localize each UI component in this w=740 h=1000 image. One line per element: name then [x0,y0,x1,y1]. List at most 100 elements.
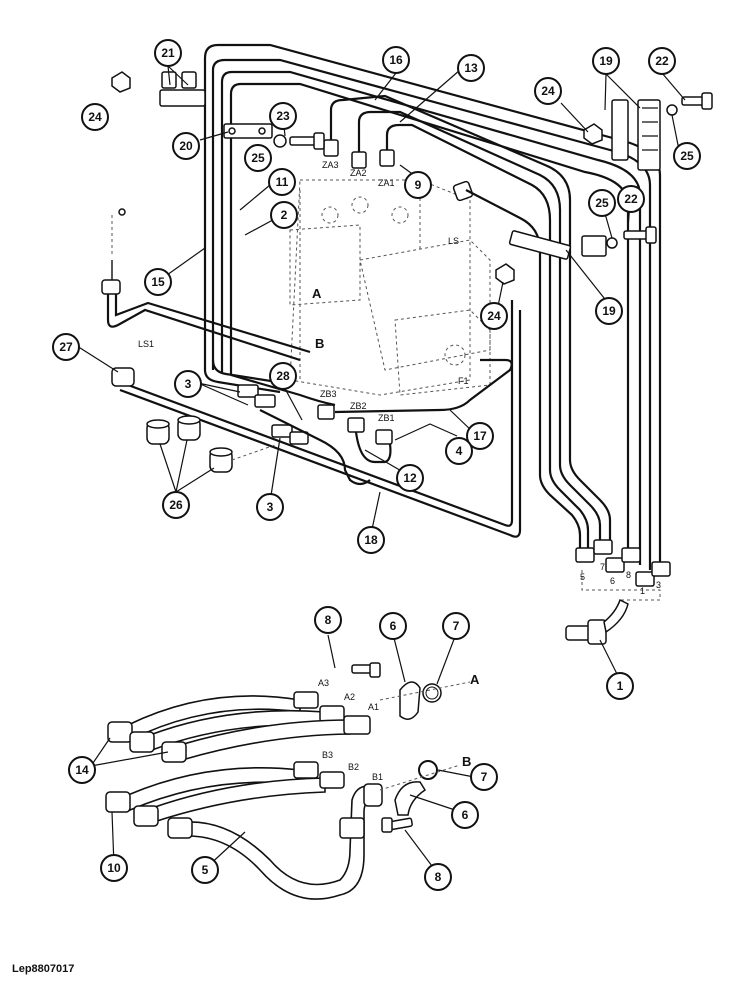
port-label-za2: ZA2 [350,168,367,178]
svg-text:10: 10 [107,861,121,875]
callout-19-b: 19 [595,297,623,325]
svg-text:14: 14 [75,763,89,777]
callout-13: 13 [457,54,485,82]
bolt-22-top [666,92,713,116]
svg-text:8: 8 [435,870,442,884]
callout-26: 26 [162,491,190,519]
callout-6-a: 6 [379,612,407,640]
callout-6-b: 6 [451,801,479,829]
port-label-zb1: ZB1 [378,413,395,423]
svg-text:17: 17 [473,429,487,443]
callout-2: 2 [270,201,298,229]
callout-12: 12 [396,464,424,492]
pipe-clamps [111,71,713,285]
svg-text:23: 23 [276,109,290,123]
svg-text:3: 3 [267,500,274,514]
svg-text:25: 25 [595,196,609,210]
svg-text:16: 16 [389,53,403,67]
svg-text:28: 28 [276,369,290,383]
svg-text:6: 6 [462,808,469,822]
elbow-fitting [565,598,629,645]
manifold-outlets: 5 7 6 8 1 3 [565,539,671,645]
svg-text:19: 19 [602,304,616,318]
svg-text:24: 24 [541,84,555,98]
control-valve-block: LS A B F1 [289,179,491,396]
flange-assemblies: A B [351,662,480,833]
svg-text:7: 7 [453,619,460,633]
manifold-number-4: 8 [626,570,631,580]
svg-text:4: 4 [456,444,463,458]
callout-17: 17 [466,422,494,450]
manifold-number-6: 3 [656,580,661,590]
callout-14: 14 [68,756,96,784]
callout-22-a: 22 [648,47,676,75]
callout-10: 10 [100,854,128,882]
svg-text:18: 18 [364,533,378,547]
hose-label-a1: A1 [368,702,379,712]
callout-8-b: 8 [424,863,452,891]
rigid-pipe-bundle [101,43,662,570]
callout-25-a: 25 [244,144,272,172]
callout-20: 20 [172,132,200,160]
svg-text:12: 12 [403,471,417,485]
port-label-ls1: LS1 [138,339,154,349]
detail-label-b: B [462,754,471,769]
svg-text:13: 13 [464,61,478,75]
callout-25-c: 25 [588,189,616,217]
callout-24-a: 24 [81,103,109,131]
callout-22-b: 22 [617,185,645,213]
bolt-23 [273,132,325,150]
svg-text:24: 24 [88,110,102,124]
callout-24-c: 24 [480,302,508,330]
svg-text:26: 26 [169,498,183,512]
lower-adapters: ZB3 ZB2 ZB1 LS1 [111,339,395,486]
manifold-number-1: 5 [580,572,585,582]
callout-9: 9 [404,171,432,199]
callout-1: 1 [606,672,634,700]
callout-7-a: 7 [442,612,470,640]
flexible-hoses: A3 A2 A1 B3 B2 B1 [105,678,383,900]
hose-label-b2: B2 [348,762,359,772]
callout-5: 5 [191,856,219,884]
callout-16: 16 [382,46,410,74]
manifold-number-2: 7 [600,562,605,572]
port-label-ls: LS [448,236,459,246]
svg-text:5: 5 [202,863,209,877]
svg-text:11: 11 [276,175,289,189]
callout-19-a: 19 [592,47,620,75]
callout-24-b: 24 [534,77,562,105]
port-label-za3: ZA3 [322,160,339,170]
callout-3-b: 3 [256,493,284,521]
hose-label-b3: B3 [322,750,333,760]
port-label-b: B [315,336,324,351]
svg-text:15: 15 [151,275,165,289]
blanking-nuts [146,415,276,473]
svg-text:21: 21 [161,46,175,60]
figure-reference: Lep8807017 [12,963,74,975]
svg-text:3: 3 [185,377,192,391]
svg-text:22: 22 [655,54,669,68]
top-adapters: ZA3 ZA2 ZA1 [322,139,474,202]
svg-text:22: 22 [624,192,638,206]
callout-4: 4 [445,437,473,465]
callout-27: 27 [52,333,80,361]
callout-7-b: 7 [470,763,498,791]
callout-balloons: 21 24 20 23 25 16 13 19 22 24 25 11 9 25… [52,39,701,891]
manifold-number-5: 1 [640,586,645,596]
svg-text:7: 7 [481,770,488,784]
hose-label-a2: A2 [344,692,355,702]
port-label-a: A [312,286,322,301]
hose-label-a3: A3 [318,678,329,688]
callout-8-a: 8 [314,606,342,634]
port-label-za1: ZA1 [378,178,395,188]
svg-text:27: 27 [59,340,73,354]
callout-15: 15 [144,268,172,296]
callout-23: 23 [269,102,297,130]
svg-text:2: 2 [281,208,288,222]
hose-label-b1: B1 [372,772,383,782]
manifold-number-3: 6 [610,576,615,586]
svg-text:20: 20 [179,139,193,153]
svg-text:25: 25 [680,149,694,163]
callout-18: 18 [357,526,385,554]
